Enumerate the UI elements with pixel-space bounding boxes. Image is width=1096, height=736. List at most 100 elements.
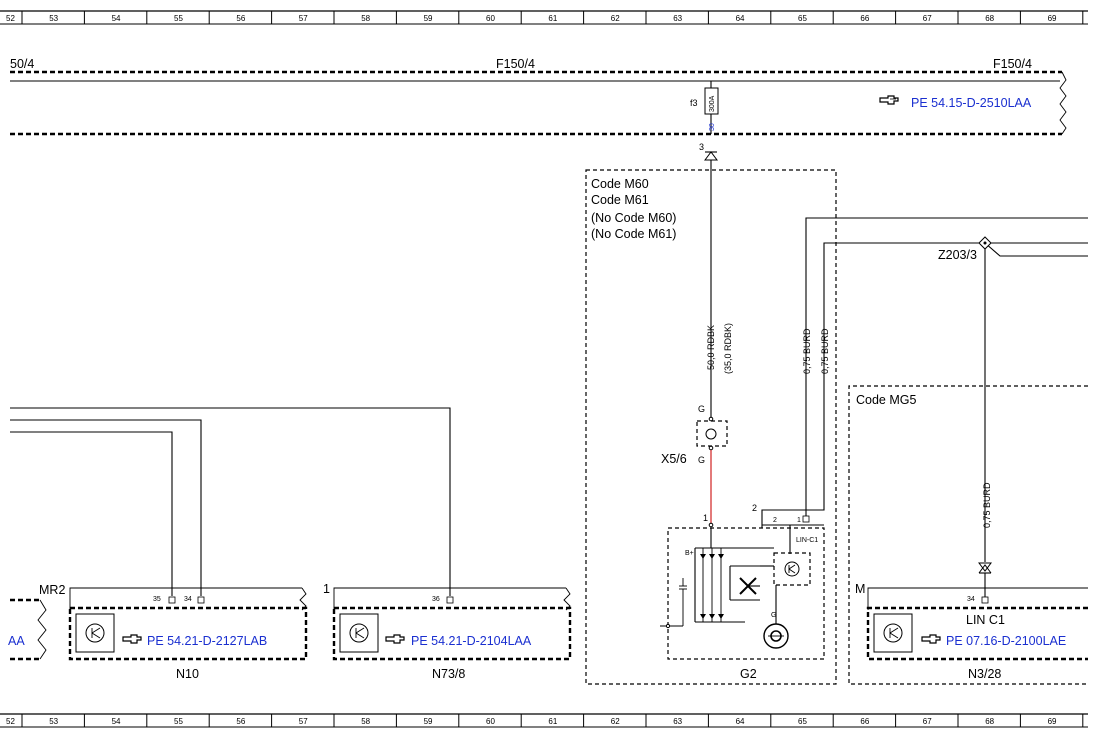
code-line-4: (No Code M61) [591,227,676,241]
connector-x5-6: G G X5/6 [661,404,728,524]
stator-winding [729,565,774,601]
bus-label-mid: F150/4 [496,57,535,71]
n3-ref-link[interactable]: PE 07.16-D-2100LAE [946,634,1066,648]
fuse-terminal: 30 [709,123,716,131]
code-box-m60-m61: Code M60 Code M61 (No Code M60) (No Code… [585,169,837,685]
top-ruler-number: 57 [299,14,308,23]
n73-left-label: 1 [323,582,330,596]
module-n10: MR2 35 34 PE 54.21-D-2127LAB N10 [39,583,308,681]
n10-pin-35: 35 [153,596,161,603]
code-line-2: Code M61 [591,193,649,207]
g2-name: G2 [740,667,757,681]
code-line-3: (No Code M60) [591,211,676,225]
module-n3-28: M 34 LIN C1 PE 07.16-D-2100LAE N3/28 [855,562,1088,681]
bottom-ruler-number: 54 [112,717,121,726]
bottom-ruler-number: 64 [736,717,745,726]
g2-pin2b: 2 [773,517,777,524]
code-box-mg5: Code MG5 [848,385,1088,685]
x5-name: X5/6 [661,452,687,466]
bottom-ruler-number: 53 [49,717,58,726]
top-ruler-number: 65 [798,14,807,23]
bus-label-right: F150/4 [993,57,1032,71]
connector-arrow [704,151,718,161]
wire-main-label: 50,0 RDBK [706,325,716,370]
top-ruler-number: 58 [361,14,370,23]
bottom-ruler-number: 69 [1048,717,1057,726]
top-ruler-number: 54 [112,14,121,23]
g2-pin1b: 1 [797,517,801,524]
top-ruler-number: 66 [860,14,869,23]
fuse-f3: 300A f3 30 3 [690,81,719,161]
fuse-rating: 300A [709,95,716,112]
bottom-ruler-number: 68 [985,717,994,726]
bottom-ruler-number: 58 [361,717,370,726]
n73-ref-link[interactable]: PE 54.21-D-2104LAA [411,634,532,648]
code-mg5-label: Code MG5 [856,393,916,407]
partial-ref-link[interactable]: AA [8,634,25,648]
wire-burd-c: 0,75 BURD [982,482,992,528]
bottom-ruler-number: 66 [860,717,869,726]
pointing-hand-icon [879,95,899,105]
module-n73-8: 1 36 PE 54.21-D-2104LAA N73/8 [323,582,572,681]
top-ruler: 52 53 54 55 56 57 58 59 60 61 62 63 64 65 66 67 68 69 [0,10,1088,25]
bottom-ruler-number: 55 [174,717,183,726]
x5-pin-bottom: G [698,455,705,465]
bus-ref-link[interactable]: PE 54.15-D-2510LAA [911,96,1032,110]
left-wires [10,407,451,596]
g2-pin1: 1 [703,513,708,523]
main-wire: 50,0 RDBK (35,0 RDBK) [706,160,733,418]
top-ruler-number: 69 [1048,14,1057,23]
n10-ref-link[interactable]: PE 54.21-D-2127LAB [147,634,267,648]
top-ruler-number: 63 [673,14,682,23]
n10-pin-34: 34 [184,596,192,603]
bus-label-left: 50/4 [10,57,34,71]
top-ruler-number: 55 [174,14,183,23]
bottom-ruler-number: 63 [673,717,682,726]
rectifier-diodes [700,548,724,622]
bottom-ruler-number: 59 [424,717,433,726]
n10-name: N10 [176,667,199,681]
n10-left-label: MR2 [39,583,65,597]
top-ruler-number: 64 [736,14,745,23]
bottom-ruler-number: 65 [798,717,807,726]
n3-transistor-icon [873,613,913,653]
n3-lin-label: LIN C1 [966,613,1005,627]
top-ruler-number: 67 [923,14,932,23]
top-ruler-number: 68 [985,14,994,23]
n73-transistor-icon [339,613,379,653]
pointing-hand-icon [921,634,941,644]
splice-name: Z203/3 [938,248,977,262]
n3-pin-34: 34 [967,596,975,603]
wire-main-alt-label: (35,0 RDBK) [723,323,733,374]
fuse-name: f3 [690,98,698,108]
top-ruler-number: 61 [548,14,557,23]
n73-name: N73/8 [432,667,465,681]
g2-g-label: G [771,612,776,619]
bottom-ruler-number: 52 [6,717,15,726]
bottom-ruler-number: 57 [299,717,308,726]
bottom-ruler-number: 62 [611,717,620,726]
top-ruler-number: 59 [424,14,433,23]
fuse-pin: 3 [699,142,704,152]
wire-burd-a: 0,75 BURD [802,328,812,374]
alternator-g2: 1 G2 2 2 1 LIN-C1 B+ [660,498,825,681]
top-ruler-number: 52 [6,14,15,23]
wire-burd-b: 0,75 BURD [820,328,830,374]
n73-pin-36: 36 [432,596,440,603]
pointing-hand-icon [122,634,142,644]
pointing-hand-icon [385,634,405,644]
top-ruler-number: 60 [486,14,495,23]
g2-bplus: B+ [685,550,694,557]
top-ruler-number: 53 [49,14,58,23]
n3-name: N3/28 [968,667,1001,681]
top-ruler-number: 56 [236,14,245,23]
bus-f150-4: 50/4 F150/4 F150/4 PE 54.15-D-2510LAA [10,57,1067,136]
n3-left-label: M [855,582,865,596]
top-ruler-number: 62 [611,14,620,23]
bottom-ruler-number: 60 [486,717,495,726]
module-partial-left: AA [8,598,47,661]
g2-lin-label: LIN-C1 [796,537,818,544]
x5-pin-top: G [698,404,705,414]
